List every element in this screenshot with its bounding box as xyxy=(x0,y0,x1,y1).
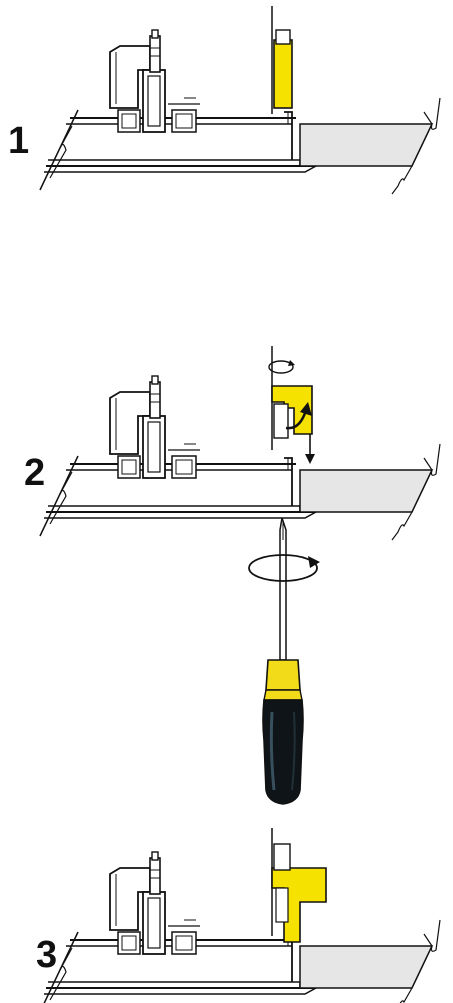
step-2-label: 2 xyxy=(24,452,46,494)
rotation-circle-icon xyxy=(248,554,320,582)
screwdriver-icon xyxy=(248,517,320,805)
step-1-diagram xyxy=(39,6,441,195)
down-arrow-icon xyxy=(305,434,315,464)
step-3-diagram xyxy=(39,828,441,1003)
rotate-arrow-icon xyxy=(268,360,295,374)
clip-rotated xyxy=(271,385,313,435)
step-2-diagram xyxy=(39,346,441,541)
step-1-label: 1 xyxy=(8,120,30,162)
step-3-label: 3 xyxy=(36,934,58,976)
clip-raised xyxy=(273,39,293,109)
